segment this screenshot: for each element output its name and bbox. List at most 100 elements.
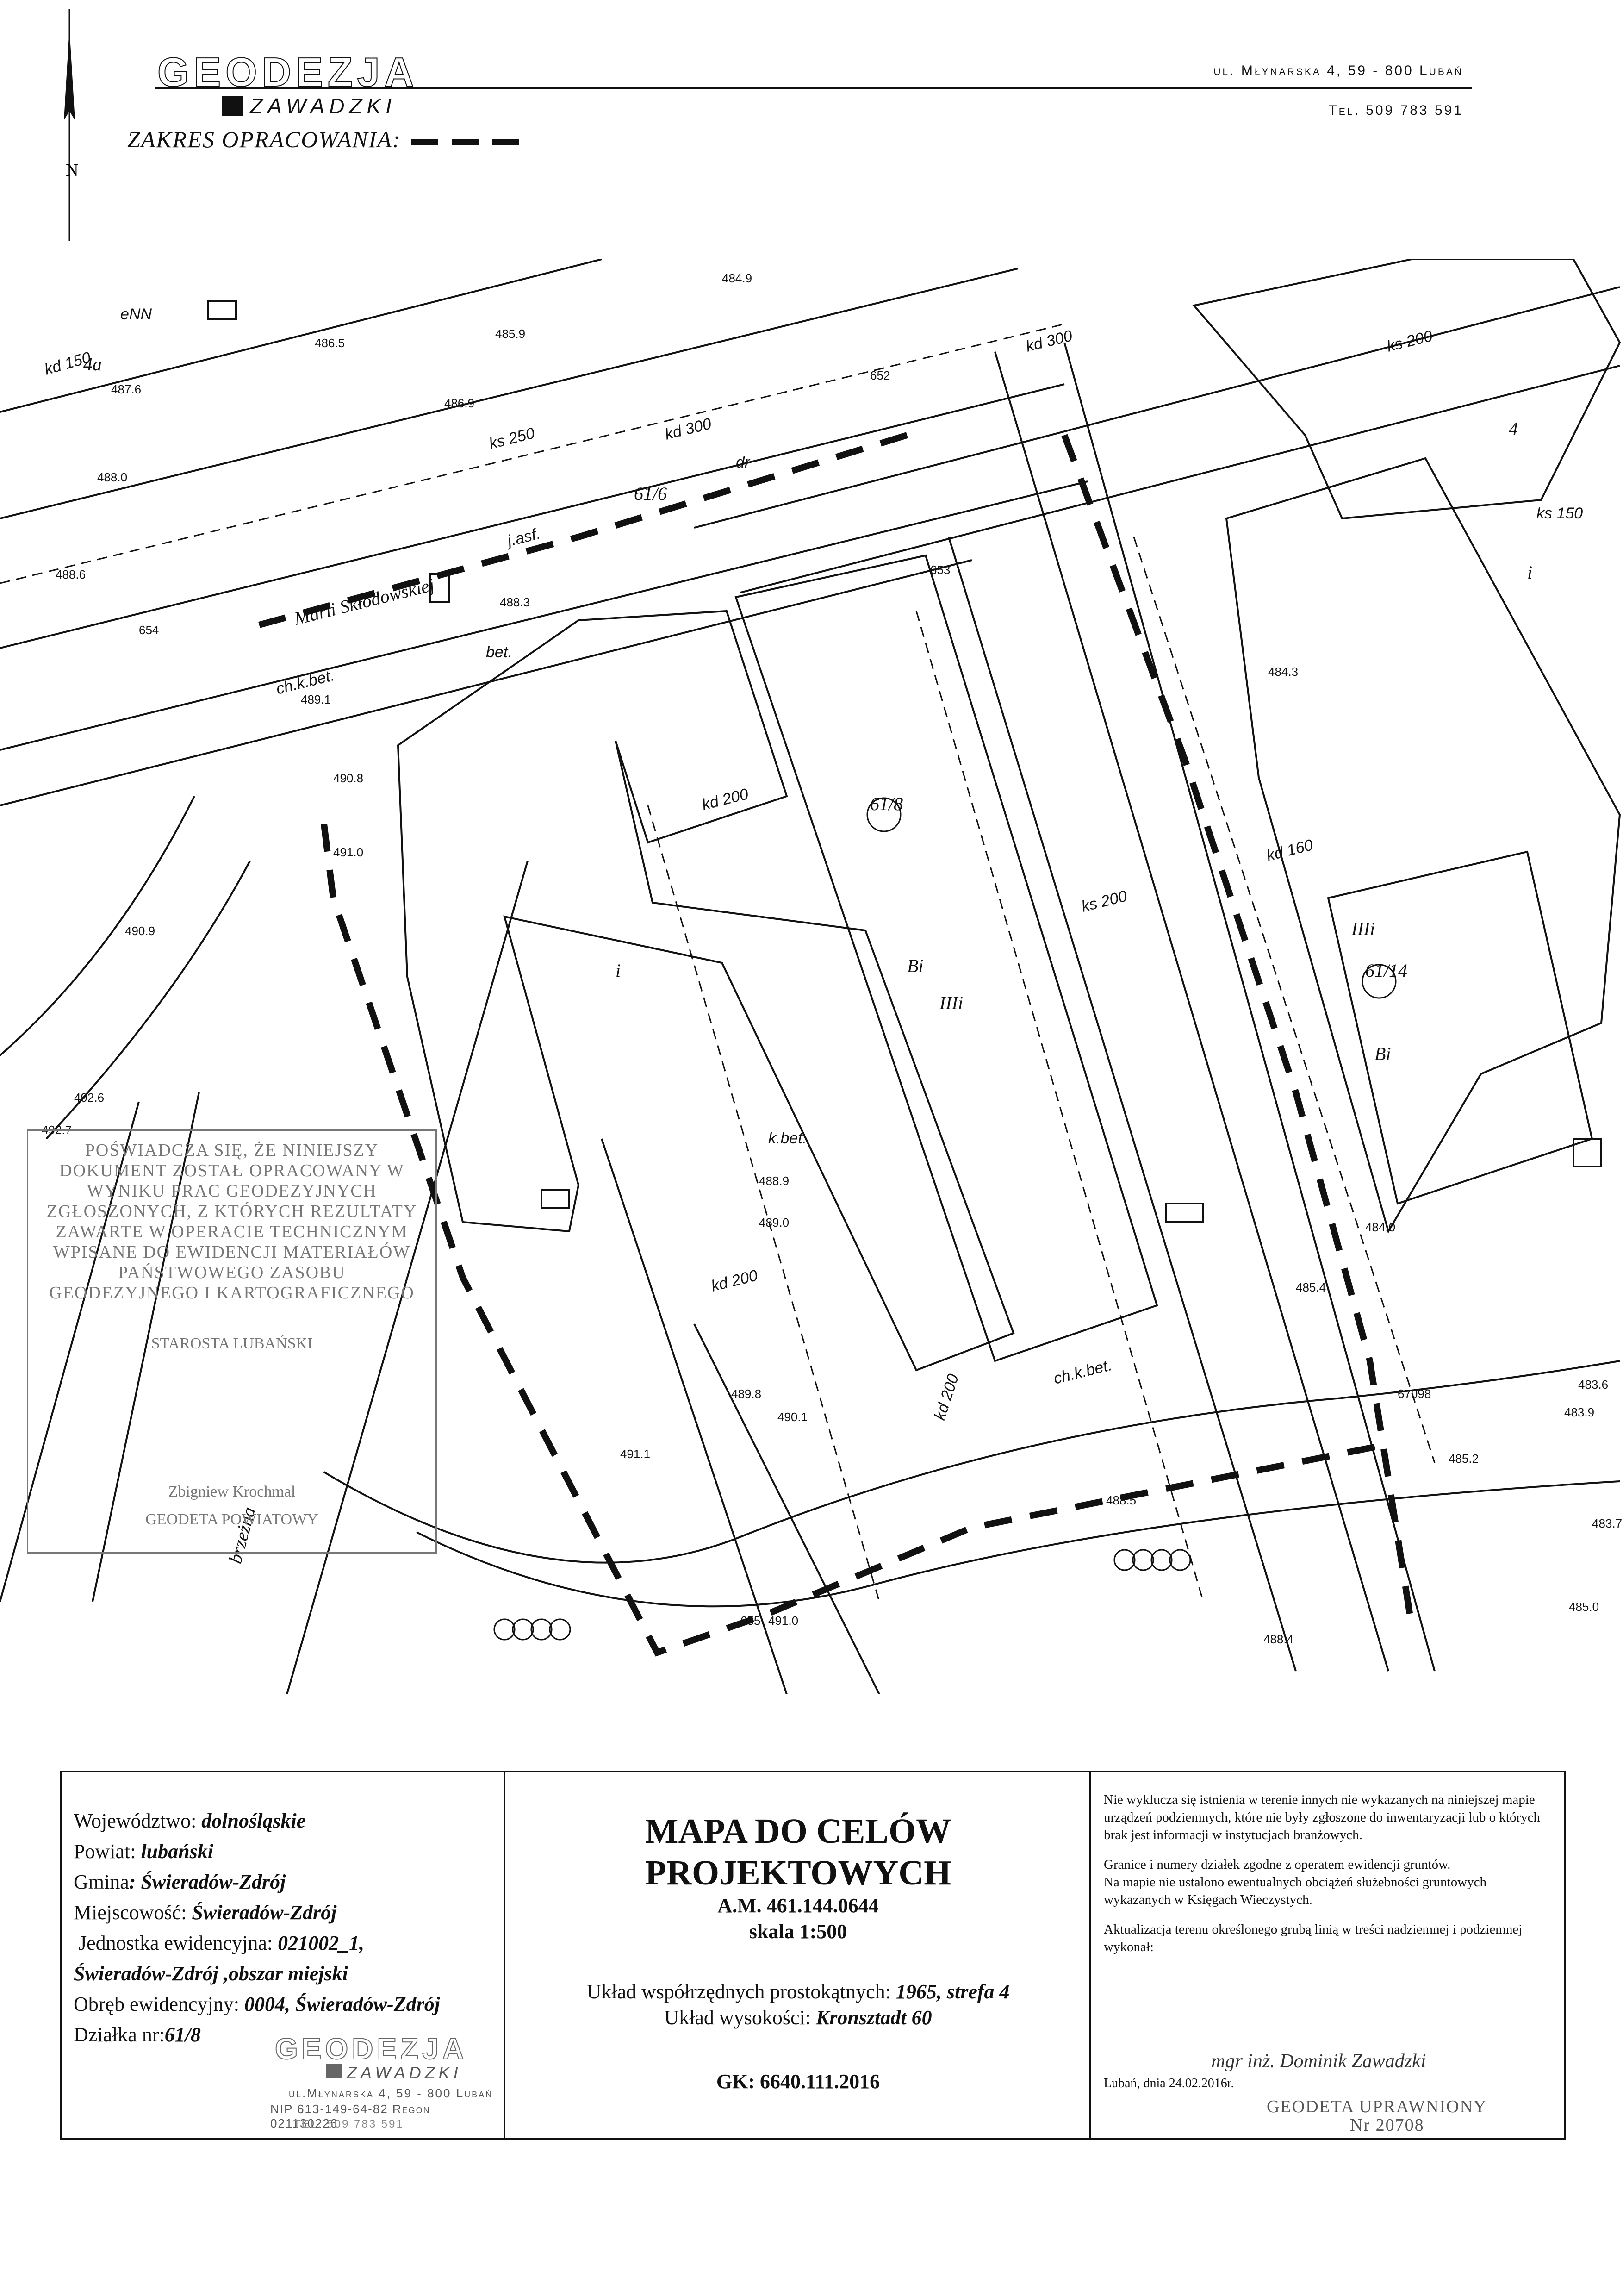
stamp-role: GEODETA POWIATOWY xyxy=(145,1511,318,1528)
county: lubański xyxy=(141,1840,213,1863)
logo-sub-text: ZAWADZKI xyxy=(250,94,396,118)
road-curve xyxy=(323,1360,1620,1564)
building-label: i xyxy=(616,960,621,981)
footer-logo: GEODEZJA ZAWADZKI ul.Młynarska 4, 59 - 8… xyxy=(256,2032,497,2130)
wall-curve xyxy=(45,861,251,1140)
voivodeship: dolnośląskie xyxy=(201,1809,306,1832)
elevation: 484.9 xyxy=(722,271,752,285)
company-logo: GEODEZJA ZAWADZKI xyxy=(157,49,435,117)
building-label: i xyxy=(1527,562,1532,583)
header-rule xyxy=(155,87,1472,89)
scope-label: ZAKRES OPRACOWANIA: xyxy=(127,126,401,152)
precinct: 0004, Świeradów-Zdrój xyxy=(244,1993,440,2015)
elevation: 483.6 xyxy=(1578,1378,1608,1391)
elevation: 484.0 xyxy=(1365,1220,1395,1234)
parcel-circle xyxy=(866,797,902,832)
building-label: Bi xyxy=(907,955,924,976)
stair-hatch xyxy=(429,573,450,603)
note-update: Aktualizacja terenu określonego grubą li… xyxy=(1104,1922,1523,1954)
road-curve xyxy=(416,1480,1620,1608)
road-edge xyxy=(0,559,972,806)
coordinate-system: Układ współrzędnych prostokątnych: 1965,… xyxy=(586,1980,1010,2003)
building-61-14-wing xyxy=(1327,850,1593,1205)
pipe-label: ks 200 xyxy=(1385,327,1434,356)
elevation: 491.0 xyxy=(768,1614,798,1628)
elevation: 489.8 xyxy=(731,1387,761,1401)
utility-line xyxy=(0,323,1065,584)
pipe-label: dr xyxy=(736,454,751,471)
parcel-boundary xyxy=(693,1323,880,1694)
elevation: 490.9 xyxy=(125,924,155,938)
elevation: 485.9 xyxy=(495,327,525,341)
elevation: 486.5 xyxy=(315,336,345,350)
surveyor-signature: mgr inż. Dominik Zawadzki xyxy=(1211,2051,1426,2072)
stamp-text: POŚWIADCZA SIĘ, ŻE NINIEJSZY DOKUMENT ZO… xyxy=(46,1141,417,1303)
logo-main-text: GEODEZJA xyxy=(157,49,419,95)
pipe-label: kd 300 xyxy=(663,415,713,443)
utility-line xyxy=(647,805,880,1602)
parcel-boundary xyxy=(92,1092,200,1602)
stair-hatch xyxy=(1165,1203,1204,1223)
parcel-label: 61/8 xyxy=(870,793,903,814)
building-central xyxy=(734,554,1158,1362)
official-stamp: POŚWIADCZA SIĘ, ŻE NINIEJSZY DOKUMENT ZO… xyxy=(27,1129,437,1554)
stair-hatch xyxy=(1573,1138,1602,1167)
road-edge xyxy=(0,268,1019,519)
parcel-boundary xyxy=(601,1138,788,1694)
map-scale: skala 1:500 xyxy=(749,1920,847,1943)
elevation: 489.0 xyxy=(759,1216,789,1229)
surveyor-cert-title: GEODETA UPRAWNIONY xyxy=(1267,2097,1487,2116)
note-underground: Nie wyklucza się istnienia w terenie inn… xyxy=(1104,1792,1540,1842)
point-number: 67098 xyxy=(1398,1387,1431,1401)
parcel-label: 61/14 xyxy=(1365,960,1407,981)
point-number: 654 xyxy=(139,623,159,637)
elevation: 490.1 xyxy=(777,1410,808,1424)
commune: : Świeradów-Zdrój xyxy=(129,1871,286,1893)
elevation: 491.0 xyxy=(333,845,363,859)
utility-line xyxy=(1133,537,1436,1463)
parcel-number: 61/8 xyxy=(164,2023,201,2046)
notes: Nie wyklucza się istnienia w terenie inn… xyxy=(1104,1791,1555,1968)
am-number: A.M. 461.144.0644 xyxy=(717,1894,879,1917)
pipe-label: eNN xyxy=(120,306,152,323)
road-edge xyxy=(0,383,1065,649)
note-boundaries: Granice i numery działek zgodne z operat… xyxy=(1104,1857,1451,1872)
pipe-label: kd 160 xyxy=(1265,836,1315,865)
location-column: Województwo: dolnośląskie Powiat: lubańs… xyxy=(62,1772,504,2138)
pipe-label: ks 250 xyxy=(487,424,536,453)
building-label: IIIi xyxy=(1351,918,1375,939)
note-easements: Na mapie nie ustalono ewentualnych obcią… xyxy=(1104,1875,1487,1907)
footer-logo-ids: NIP 613-149-64-82 Regon 021130226 xyxy=(270,2102,430,2130)
elevation: 484.3 xyxy=(1268,665,1298,679)
north-arrow: N xyxy=(56,9,83,241)
scope-boundary xyxy=(321,824,1389,1657)
pipe-label: kd 200 xyxy=(931,1372,962,1423)
road-edge xyxy=(740,365,1620,593)
company-address: ul. Młynarska 4, 59 - 800 Lubań xyxy=(1213,63,1463,78)
elevation: 485.4 xyxy=(1296,1280,1326,1294)
wall-curve xyxy=(0,796,195,1056)
elevation: 488.5 xyxy=(1106,1493,1136,1507)
elevation: 487.6 xyxy=(111,382,141,396)
parcel-circle xyxy=(1362,964,1397,999)
title-column: MAPA DO CELÓW PROJEKTOWYCH A.M. 461.144.… xyxy=(504,1772,1091,2138)
pipe-label: bet. xyxy=(486,643,512,661)
height-system: Układ wysokości: Kronsztadt 60 xyxy=(664,2006,932,2029)
parcel-label: 4 xyxy=(1509,418,1518,439)
pipe-label: ch.k.bet. xyxy=(1052,1356,1114,1388)
stair-hatch xyxy=(207,300,237,320)
point-number: 652 xyxy=(870,368,890,382)
elevation: 486.9 xyxy=(444,396,474,410)
elevation: 488.3 xyxy=(500,595,530,609)
elevation: 483.7 xyxy=(1592,1516,1622,1530)
pipe-label: k.bet. xyxy=(768,1129,807,1147)
elevation: 489.1 xyxy=(301,693,331,706)
building-label: IIIi xyxy=(939,992,963,1013)
scope-boundary xyxy=(258,432,908,628)
footer-logo-address: ul.Młynarska 4, 59 - 800 Lubań xyxy=(289,2086,493,2100)
stamp-authority: STAROSTA LUBAŃSKI xyxy=(151,1335,313,1352)
parcel-boundary xyxy=(286,861,529,1694)
elevation: 483.9 xyxy=(1564,1405,1594,1419)
building-label: Bi xyxy=(1374,1043,1391,1064)
stamp-signer: Zbigniew Krochmal xyxy=(168,1483,296,1500)
